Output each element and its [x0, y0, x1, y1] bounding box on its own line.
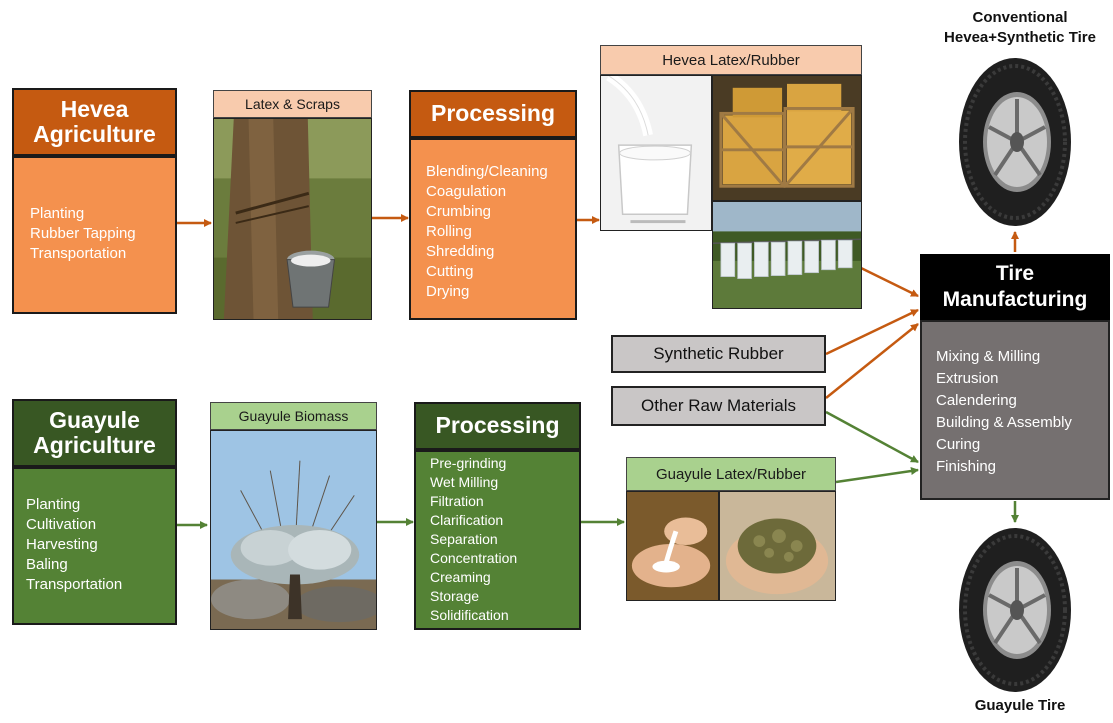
step: Planting	[26, 496, 81, 513]
arrow-other-to-tm-green	[825, 410, 919, 464]
step: Baling	[26, 556, 68, 573]
hevea-agri-steps: Planting Rubber Tapping Transportation	[30, 204, 175, 264]
latex-scraps-label: Latex & Scraps	[213, 90, 372, 118]
guayule-latex-hands-photo	[626, 491, 719, 601]
step: Transportation	[30, 245, 127, 262]
step: Wet Milling	[430, 474, 499, 490]
tire-manufacturing-steps: Mixing & Milling Extrusion Calendering B…	[936, 346, 1108, 478]
other-raw-materials-box: Other Raw Materials	[611, 386, 826, 426]
step: Finishing	[936, 458, 997, 475]
hevea-processing-steps: Blending/Cleaning Coagulation Crumbing R…	[426, 162, 575, 302]
step: Concentration	[430, 550, 518, 566]
guayule-agri-steps: Planting Cultivation Harvesting Baling T…	[26, 495, 175, 595]
arrow-hevea-rubber-to-tm	[860, 266, 919, 298]
step: Blending/Cleaning	[426, 163, 548, 180]
hevea-agri-title-1: Hevea	[60, 95, 129, 122]
conventional-tire-image	[955, 55, 1075, 230]
rubber-crates-photo	[712, 75, 862, 201]
guayule-processing-steps: Pre-grinding Wet Milling Filtration Clar…	[430, 454, 579, 625]
guayule-biomass-label: Guayule Biomass	[210, 402, 377, 430]
step: Harvesting	[26, 536, 98, 553]
tm-title-1: Tire	[995, 262, 1035, 285]
conventional-tire-label-2: Hevea+Synthetic Tire	[944, 29, 1096, 46]
guayule-agriculture-header: Guayule Agriculture	[12, 399, 177, 467]
tm-title-2: Manufacturing	[942, 288, 1088, 311]
guayule-rubber-hands-photo	[719, 491, 836, 601]
guayule-shrub-photo	[210, 430, 377, 630]
arrow-synthetic-to-tm	[825, 308, 919, 356]
step: Cutting	[426, 263, 474, 280]
step: Building & Assembly	[936, 414, 1072, 431]
step: Rolling	[426, 223, 472, 240]
guayule-agri-title-1: Guayule	[49, 406, 140, 433]
guayule-processing-header: Processing	[414, 402, 581, 450]
step: Creaming	[430, 569, 491, 585]
step: Clarification	[430, 512, 504, 528]
guayule-agri-title-2: Agriculture	[33, 432, 156, 458]
conventional-tire-label-1: Conventional	[972, 9, 1068, 26]
step: Extrusion	[936, 370, 999, 387]
tire-manufacturing-header: Tire Manufacturing	[920, 254, 1110, 320]
guayule-processing-body: Pre-grinding Wet Milling Filtration Clar…	[414, 450, 581, 630]
step: Transportation	[26, 576, 123, 593]
step: Crumbing	[426, 203, 492, 220]
hevea-processing-header: Processing	[409, 90, 577, 138]
step: Solidification	[430, 607, 509, 623]
hevea-processing-body: Blending/Cleaning Coagulation Crumbing R…	[409, 138, 577, 320]
guayule-agriculture-body: Planting Cultivation Harvesting Baling T…	[12, 467, 177, 625]
step: Filtration	[430, 493, 484, 509]
hevea-agri-title-2: Agriculture	[33, 121, 156, 147]
step: Rubber Tapping	[30, 225, 136, 242]
guayule-latex-rubber-label: Guayule Latex/Rubber	[626, 457, 836, 491]
guayule-tire-label: Guayule Tire	[974, 697, 1066, 714]
step: Curing	[936, 436, 981, 453]
arrow-other-to-tm-orange	[825, 323, 919, 399]
guayule-tire-image	[955, 525, 1075, 695]
step: Coagulation	[426, 183, 507, 200]
arrow-guayule-rubber-to-tm	[835, 467, 919, 484]
synthetic-rubber-box: Synthetic Rubber	[611, 335, 826, 373]
step: Pre-grinding	[430, 455, 507, 471]
step: Shredding	[426, 243, 495, 260]
step: Mixing & Milling	[936, 348, 1041, 365]
latex-beaker-photo	[600, 75, 712, 231]
hevea-agriculture-header: Hevea Agriculture	[12, 88, 177, 156]
hevea-latex-rubber-label: Hevea Latex/Rubber	[600, 45, 862, 75]
step: Cultivation	[26, 516, 97, 533]
step: Storage	[430, 588, 480, 604]
hevea-agriculture-body: Planting Rubber Tapping Transportation	[12, 156, 177, 314]
step: Planting	[30, 205, 85, 222]
tire-manufacturing-body: Mixing & Milling Extrusion Calendering B…	[920, 320, 1110, 500]
step: Separation	[430, 531, 498, 547]
rubber-sheets-drying-photo	[712, 201, 862, 309]
step: Calendering	[936, 392, 1017, 409]
conventional-tire-label: Conventional Hevea+Synthetic Tire	[930, 8, 1110, 48]
step: Drying	[426, 283, 470, 300]
latex-tapping-photo	[213, 118, 372, 320]
